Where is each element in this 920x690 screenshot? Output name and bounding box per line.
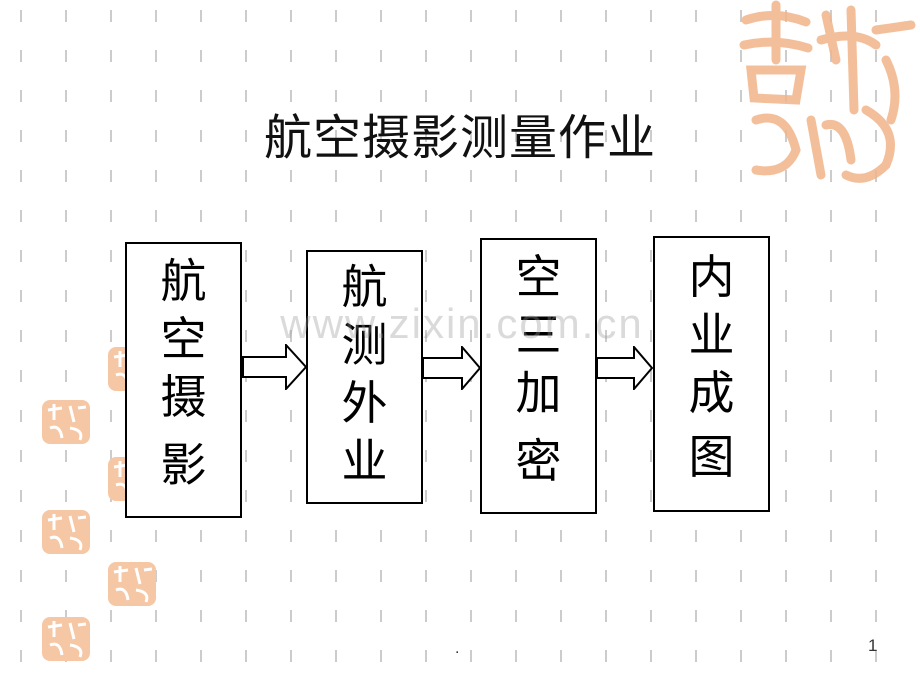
slide-title: 航空摄影测量作业 bbox=[263, 110, 656, 166]
seal-logo-small-4 bbox=[42, 510, 90, 554]
step-char: 外 bbox=[341, 376, 388, 430]
step-char: 影 bbox=[160, 438, 207, 492]
seal-logo-large bbox=[739, 0, 916, 183]
page-number: 1 bbox=[868, 636, 878, 655]
flow-arrow-2 bbox=[422, 346, 482, 390]
flow-step-aerotriangulation: 空 三 加 密 bbox=[480, 238, 597, 514]
step-char: 业 bbox=[688, 308, 735, 362]
step-char: 成 bbox=[688, 366, 735, 420]
seal-logo-small-2 bbox=[42, 400, 90, 444]
flow-arrow-3 bbox=[596, 346, 654, 390]
step-char: 加 bbox=[515, 366, 562, 420]
step-char: 测 bbox=[341, 318, 388, 372]
step-char: 三 bbox=[515, 308, 562, 362]
watermark: www.zixin.com.cn bbox=[280, 300, 644, 347]
flow-step-aerial-photography: 航 空 摄 影 bbox=[125, 242, 242, 518]
step-char: 图 bbox=[688, 430, 735, 484]
seal-logo-small-5 bbox=[108, 562, 156, 606]
seal-logo-small-6 bbox=[42, 617, 90, 661]
step-char: 空 bbox=[515, 250, 562, 304]
step-char: 空 bbox=[160, 312, 207, 366]
step-char: 航 bbox=[341, 260, 388, 314]
step-char: 航 bbox=[160, 254, 207, 308]
flow-step-field-survey: 航 测 外 业 bbox=[306, 250, 423, 504]
footer-dot: . bbox=[455, 640, 460, 657]
flow-step-office-mapping: 内 业 成 图 bbox=[653, 236, 770, 512]
step-char: 业 bbox=[341, 434, 388, 488]
step-char: 摄 bbox=[160, 370, 207, 424]
step-char: 内 bbox=[688, 250, 735, 304]
flow-arrow-1 bbox=[242, 344, 308, 390]
step-char: 密 bbox=[515, 434, 562, 488]
